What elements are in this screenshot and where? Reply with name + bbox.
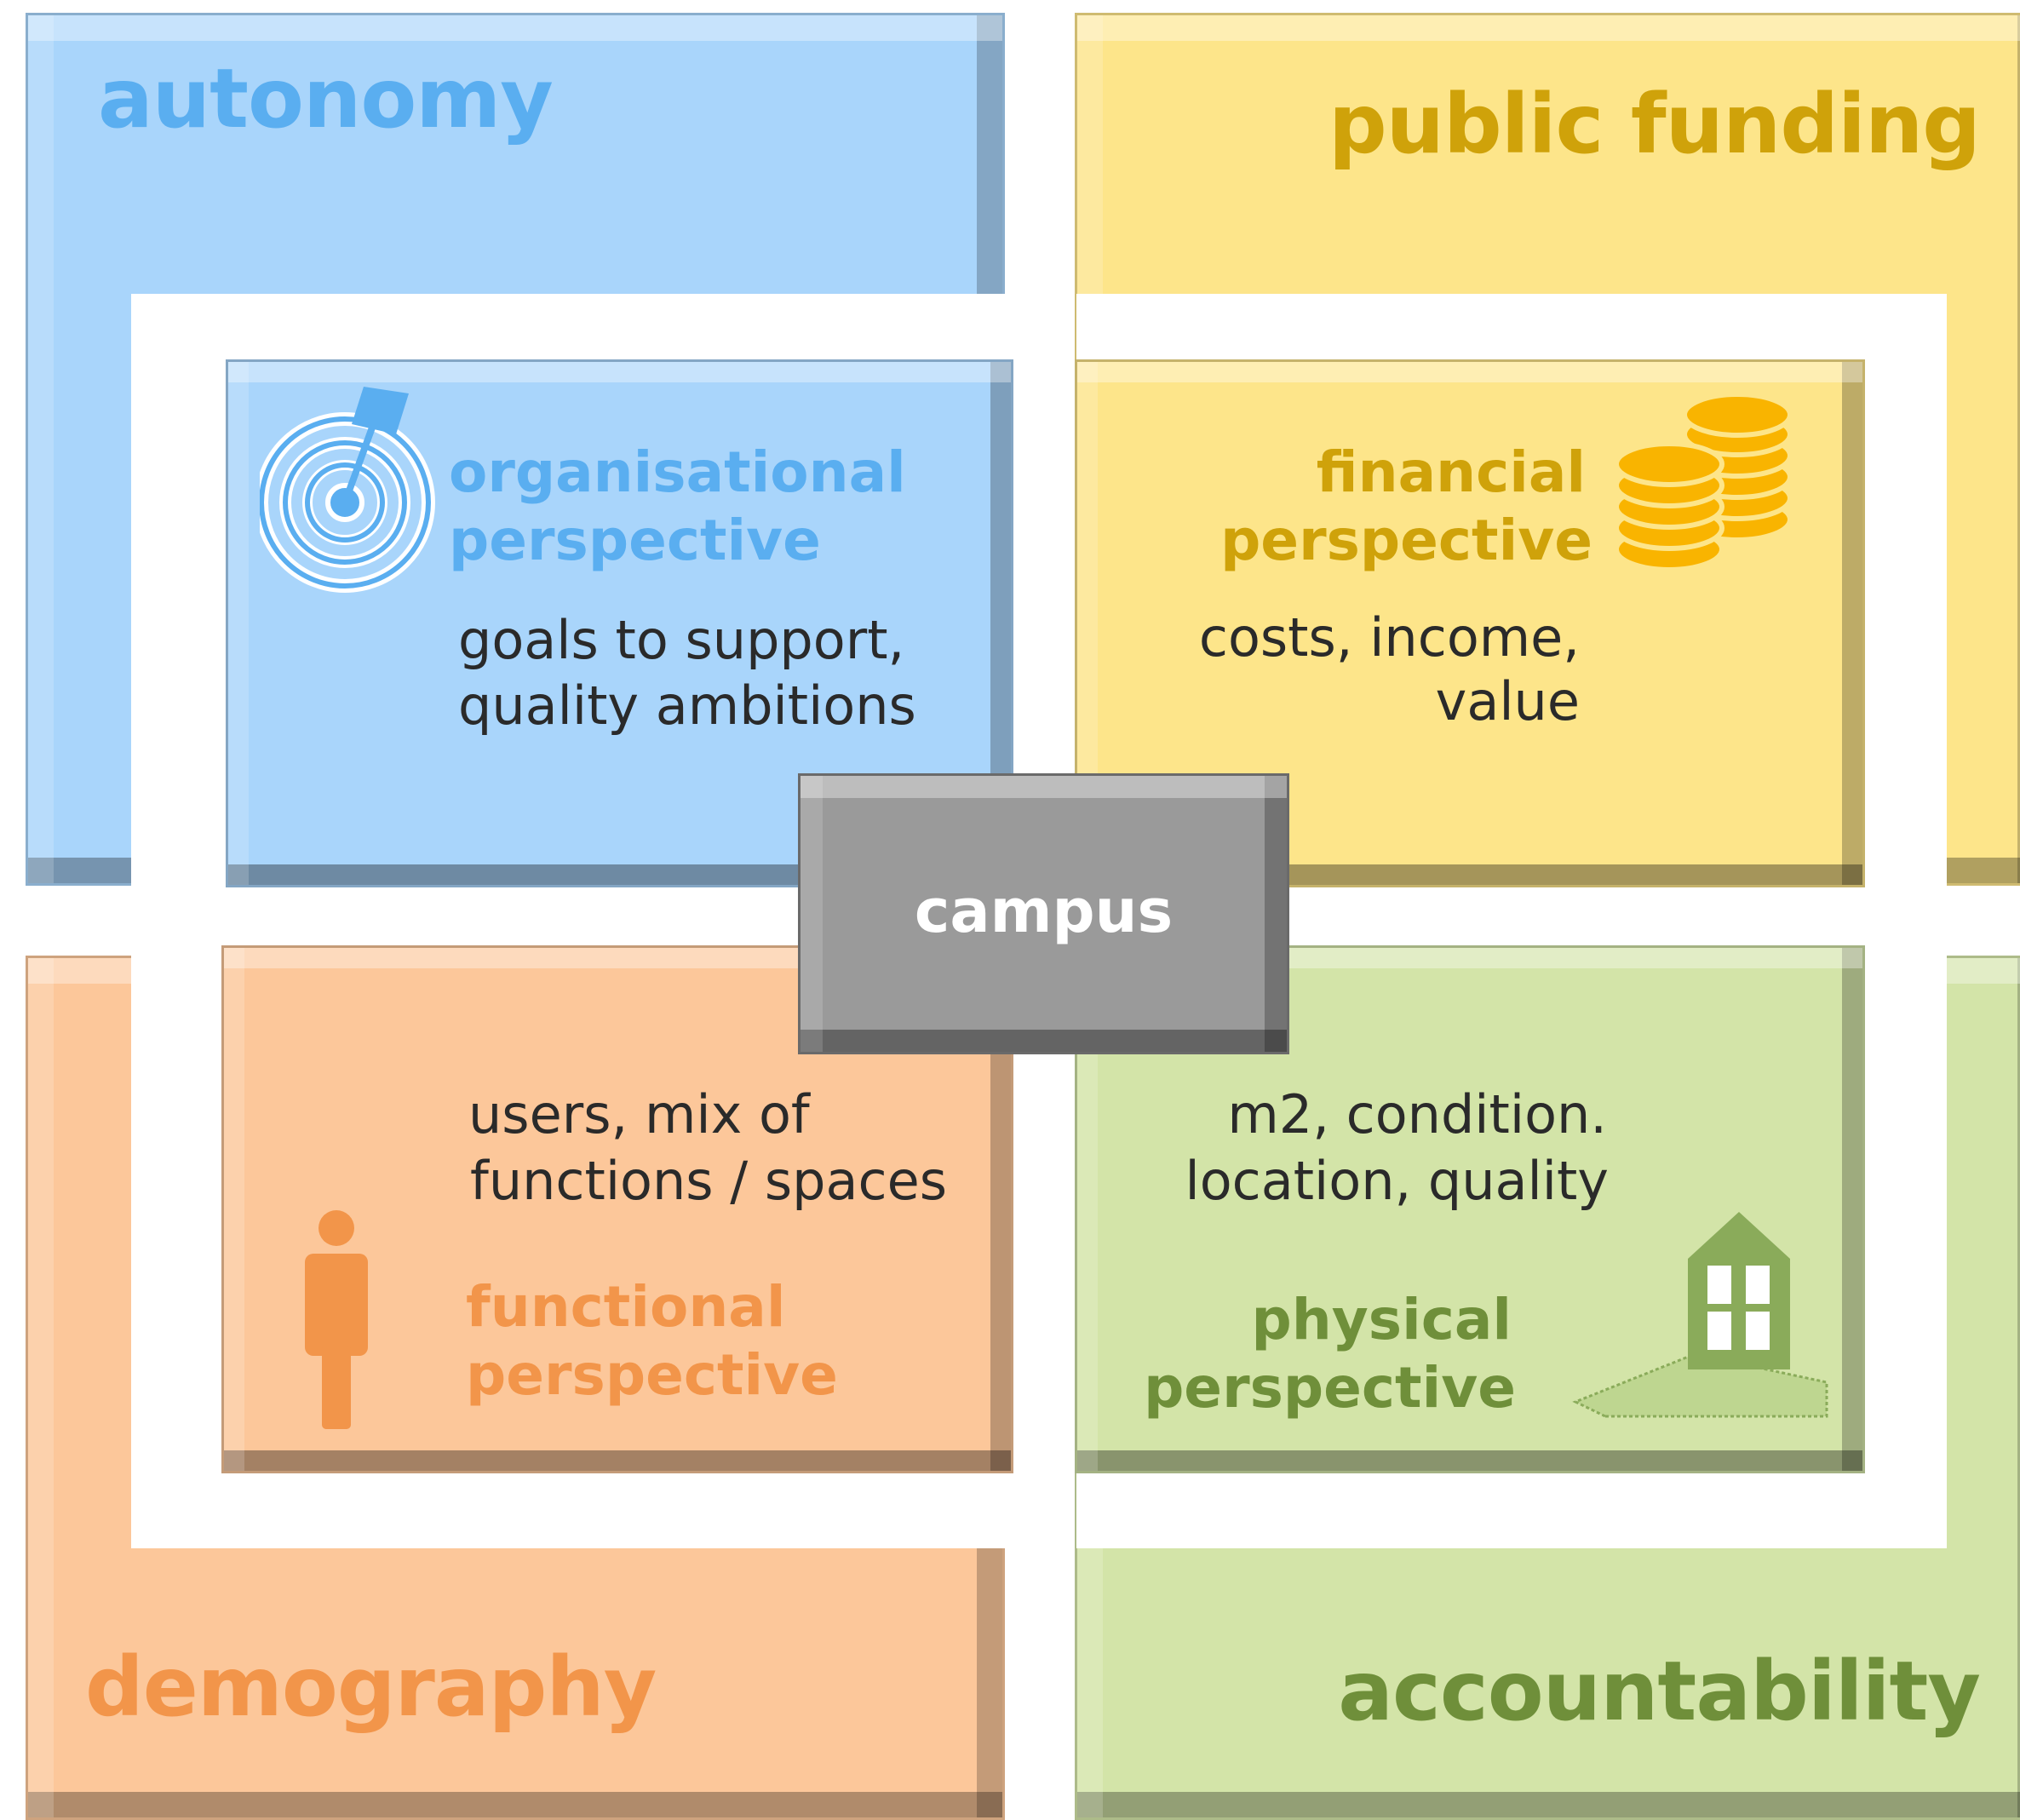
financial-title-line1: financial (1316, 439, 1586, 505)
financial-desc-line2: value (1435, 670, 1580, 732)
campus-tile: campus (798, 773, 1289, 1054)
demography-label: demography (85, 1639, 657, 1735)
functional-title-line1: functional (466, 1274, 786, 1340)
physical-title-line1: physical (1251, 1287, 1512, 1352)
functional-desc-line2: functions / spaces (470, 1150, 948, 1212)
campus-label: campus (914, 876, 1174, 946)
functional-desc-line1: users, mix of (468, 1083, 810, 1145)
financial-title-line2: perspective (1220, 508, 1592, 573)
public-funding-label: public funding (1328, 77, 1981, 172)
organisational-desc-line2: quality ambitions (458, 675, 916, 737)
accountability-label: accountability (1338, 1644, 1981, 1739)
financial-desc-line1: costs, income, (1198, 606, 1580, 669)
building-icon (1567, 1208, 1831, 1421)
target-pin-icon (255, 375, 447, 605)
physical-title-line2: perspective (1144, 1355, 1516, 1421)
functional-title-line2: perspective (466, 1342, 838, 1408)
coins-icon (1610, 388, 1801, 575)
physical-desc-line2: location, quality (1185, 1150, 1609, 1212)
organisational-title-line2: perspective (449, 508, 821, 573)
autonomy-label: autonomy (98, 51, 554, 146)
person-icon (298, 1209, 375, 1431)
physical-desc-line1: m2, condition. (1227, 1083, 1607, 1145)
organisational-title-line1: organisational (449, 439, 906, 505)
organisational-desc-line1: goals to support, (458, 609, 905, 671)
